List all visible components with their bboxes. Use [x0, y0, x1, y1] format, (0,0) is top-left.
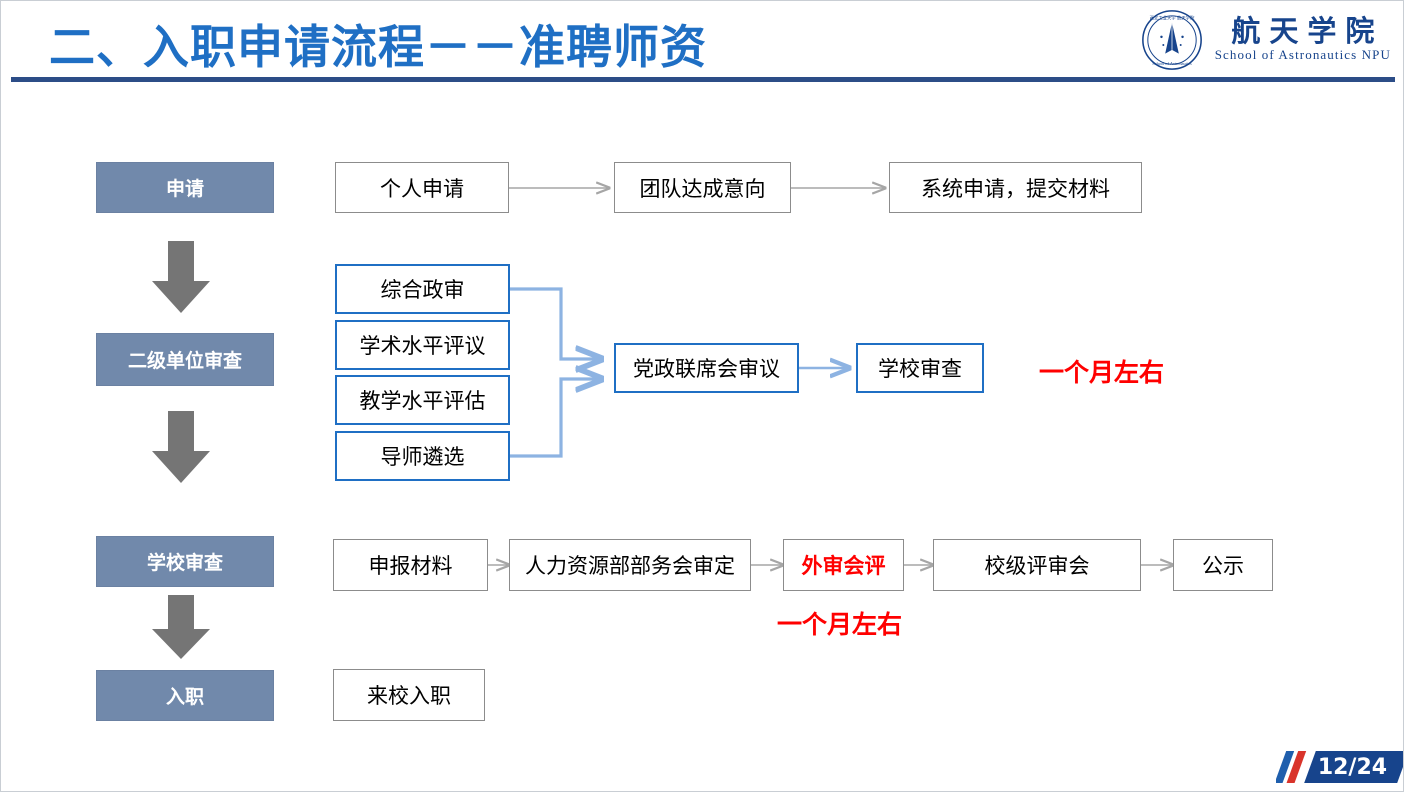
- header-divider: [11, 77, 1395, 82]
- astronautics-emblem-icon: 西北工业大学 航天学院 School of Astronautics: [1141, 10, 1202, 70]
- page-number-text: 12/24: [1317, 754, 1387, 780]
- stage-label-unit-review[interactable]: 二级单位审查: [96, 333, 274, 386]
- node-university-evaluation-committee[interactable]: 校级评审会: [933, 539, 1141, 591]
- node-comprehensive-political-review[interactable]: 综合政审: [335, 264, 510, 314]
- node-external-review-meeting[interactable]: 外审会评: [783, 539, 904, 591]
- node-hr-department-decision[interactable]: 人力资源部部务会审定: [509, 539, 751, 591]
- node-report-to-school[interactable]: 来校入职: [333, 669, 485, 721]
- node-public-announcement[interactable]: 公示: [1173, 539, 1273, 591]
- stage-down-arrow-1: [152, 241, 210, 313]
- logo-chinese-name: 航天学院: [1231, 14, 1384, 49]
- stage-label-apply[interactable]: 申请: [96, 162, 274, 213]
- connector-merge-upper: [510, 287, 601, 359]
- stage-down-arrow-3: [152, 595, 210, 659]
- connector-merge-lower: [510, 379, 601, 458]
- svg-text:School of Astronautics: School of Astronautics: [1152, 61, 1192, 66]
- node-joint-party-admin-meeting[interactable]: 党政联席会审议: [614, 343, 799, 393]
- node-teaching-level-assessment[interactable]: 教学水平评估: [335, 375, 510, 425]
- svg-text:西北工业大学 航天学院: 西北工业大学 航天学院: [1149, 15, 1194, 22]
- node-school-review[interactable]: 学校审查: [856, 343, 984, 393]
- node-personal-application[interactable]: 个人申请: [335, 162, 509, 213]
- school-logo: 西北工业大学 航天学院 School of Astronautics 航天学院 …: [1141, 5, 1391, 75]
- node-team-agreement[interactable]: 团队达成意向: [614, 162, 791, 213]
- slide-header: 二、入职申请流程－－准聘师资 西北工业大学 航天学院 School of Ast…: [1, 1, 1403, 85]
- node-supervisor-selection[interactable]: 导师遴选: [335, 431, 510, 481]
- note-duration-school-review: 一个月左右: [777, 610, 903, 639]
- stage-label-school-review[interactable]: 学校审查: [96, 536, 274, 587]
- note-duration-unit-review: 一个月左右: [1039, 358, 1165, 387]
- logo-english-name: School of Astronautics NPU: [1214, 46, 1391, 62]
- node-application-materials[interactable]: 申报材料: [333, 539, 488, 591]
- page-title: 二、入职申请流程－－准聘师资: [49, 20, 707, 74]
- node-academic-level-review[interactable]: 学术水平评议: [335, 320, 510, 370]
- stage-down-arrow-2: [152, 411, 210, 483]
- stage-label-onboard[interactable]: 入职: [96, 670, 274, 721]
- page-number-badge: 12/24: [1275, 751, 1403, 783]
- badge-box: 12/24: [1303, 751, 1403, 783]
- node-system-submit[interactable]: 系统申请，提交材料: [889, 162, 1142, 213]
